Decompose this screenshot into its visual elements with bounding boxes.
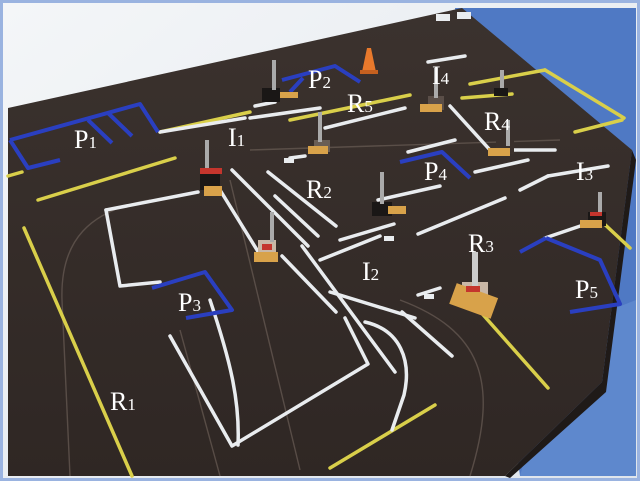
robot-near-I4 — [420, 68, 444, 112]
robots — [200, 60, 606, 319]
label-R4: R4 — [484, 107, 510, 136]
robot-near-R2-top — [308, 112, 330, 154]
label-P4: P4 — [424, 157, 447, 186]
track-board — [8, 8, 632, 476]
yellow-lane-lines — [6, 68, 632, 478]
label-I3: I3 — [576, 157, 593, 186]
label-R1: R1 — [110, 387, 136, 416]
robot-center-left — [254, 212, 278, 262]
robot-near-I1 — [200, 140, 222, 196]
white-lane-lines — [104, 54, 610, 448]
label-R2: R2 — [306, 175, 332, 204]
region-labels: P1 P2 P3 P4 P5 R1 R2 R3 R4 R5 I1 I2 I3 I… — [74, 61, 598, 416]
corner-markers — [284, 12, 471, 299]
robot-near-R3 — [449, 252, 499, 319]
blue-parking-outlines — [8, 64, 622, 320]
label-R5: R5 — [347, 89, 373, 118]
robot-near-I3 — [580, 192, 606, 228]
traffic-cone — [360, 48, 378, 74]
label-P3: P3 — [178, 288, 201, 317]
label-I2: I2 — [362, 257, 379, 286]
label-P1: P1 — [74, 125, 97, 154]
label-R3: R3 — [468, 229, 494, 258]
label-P2: P2 — [308, 65, 331, 94]
label-I1: I1 — [228, 123, 245, 152]
robot-near-P2 — [262, 60, 298, 102]
robot-near-R4 — [488, 70, 514, 156]
label-I4: I4 — [432, 61, 450, 90]
label-P5: P5 — [575, 275, 598, 304]
robot-near-P4 — [372, 172, 406, 216]
